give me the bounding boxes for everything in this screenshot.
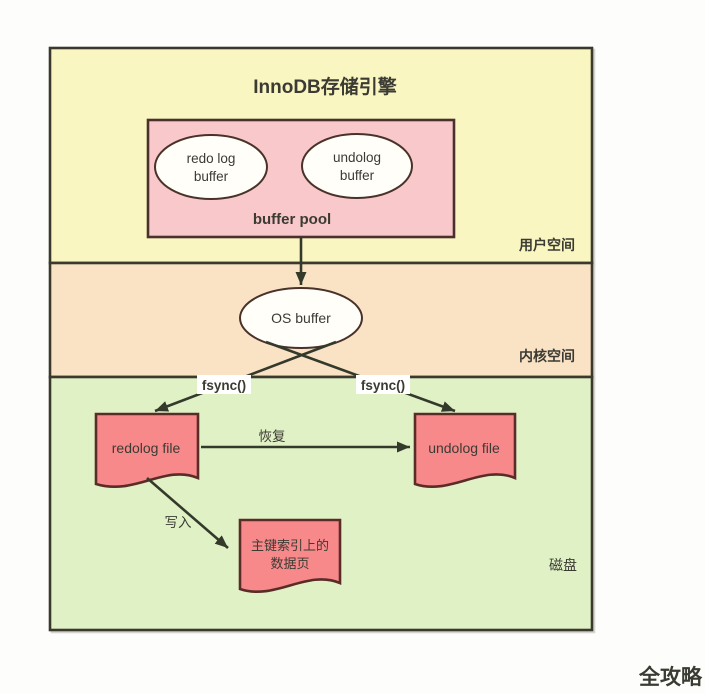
disk-label: 磁盘 bbox=[549, 557, 577, 573]
undolog-buffer-label-line2: buffer bbox=[340, 168, 375, 183]
undolog-buffer-ellipse bbox=[301, 133, 413, 199]
redo-log-buffer-label-line1: redo log bbox=[187, 151, 236, 166]
undolog-buffer-label-line1: undolog bbox=[333, 150, 381, 165]
fsync-left-label: fsync() bbox=[202, 378, 246, 393]
data-page-label-line1: 主键索引上的 bbox=[251, 538, 329, 553]
data-page-label-line2: 数据页 bbox=[270, 556, 309, 571]
watermark-text: 全攻略 bbox=[638, 665, 703, 689]
undolog-file-label: undolog file bbox=[428, 440, 500, 456]
redo-log-buffer-label-line2: buffer bbox=[194, 169, 229, 184]
redo-log-buffer-ellipse bbox=[154, 134, 268, 200]
buffer-pool-label: buffer pool bbox=[253, 211, 331, 228]
user-space-label: 用户空间 bbox=[519, 237, 575, 253]
redolog-file-label: redolog file bbox=[112, 440, 181, 456]
fsync-left-label-bg bbox=[197, 375, 251, 394]
diagram-title: InnoDB存储引擎 bbox=[253, 75, 397, 98]
data-page-document bbox=[238, 518, 342, 594]
write-label: 写入 bbox=[165, 515, 192, 530]
arrow-write bbox=[146, 477, 229, 549]
undolog-file-document bbox=[413, 412, 517, 489]
os-buffer-ellipse bbox=[239, 287, 363, 349]
redolog-file-document bbox=[94, 412, 200, 489]
section-layers bbox=[48, 46, 594, 632]
os-buffer-label: OS buffer bbox=[271, 310, 331, 326]
fsync-right-label-bg bbox=[356, 375, 410, 394]
kernel-space-label: 内核空间 bbox=[519, 348, 575, 364]
recovery-label: 恢复 bbox=[259, 428, 286, 444]
fsync-right-label: fsync() bbox=[361, 378, 405, 393]
